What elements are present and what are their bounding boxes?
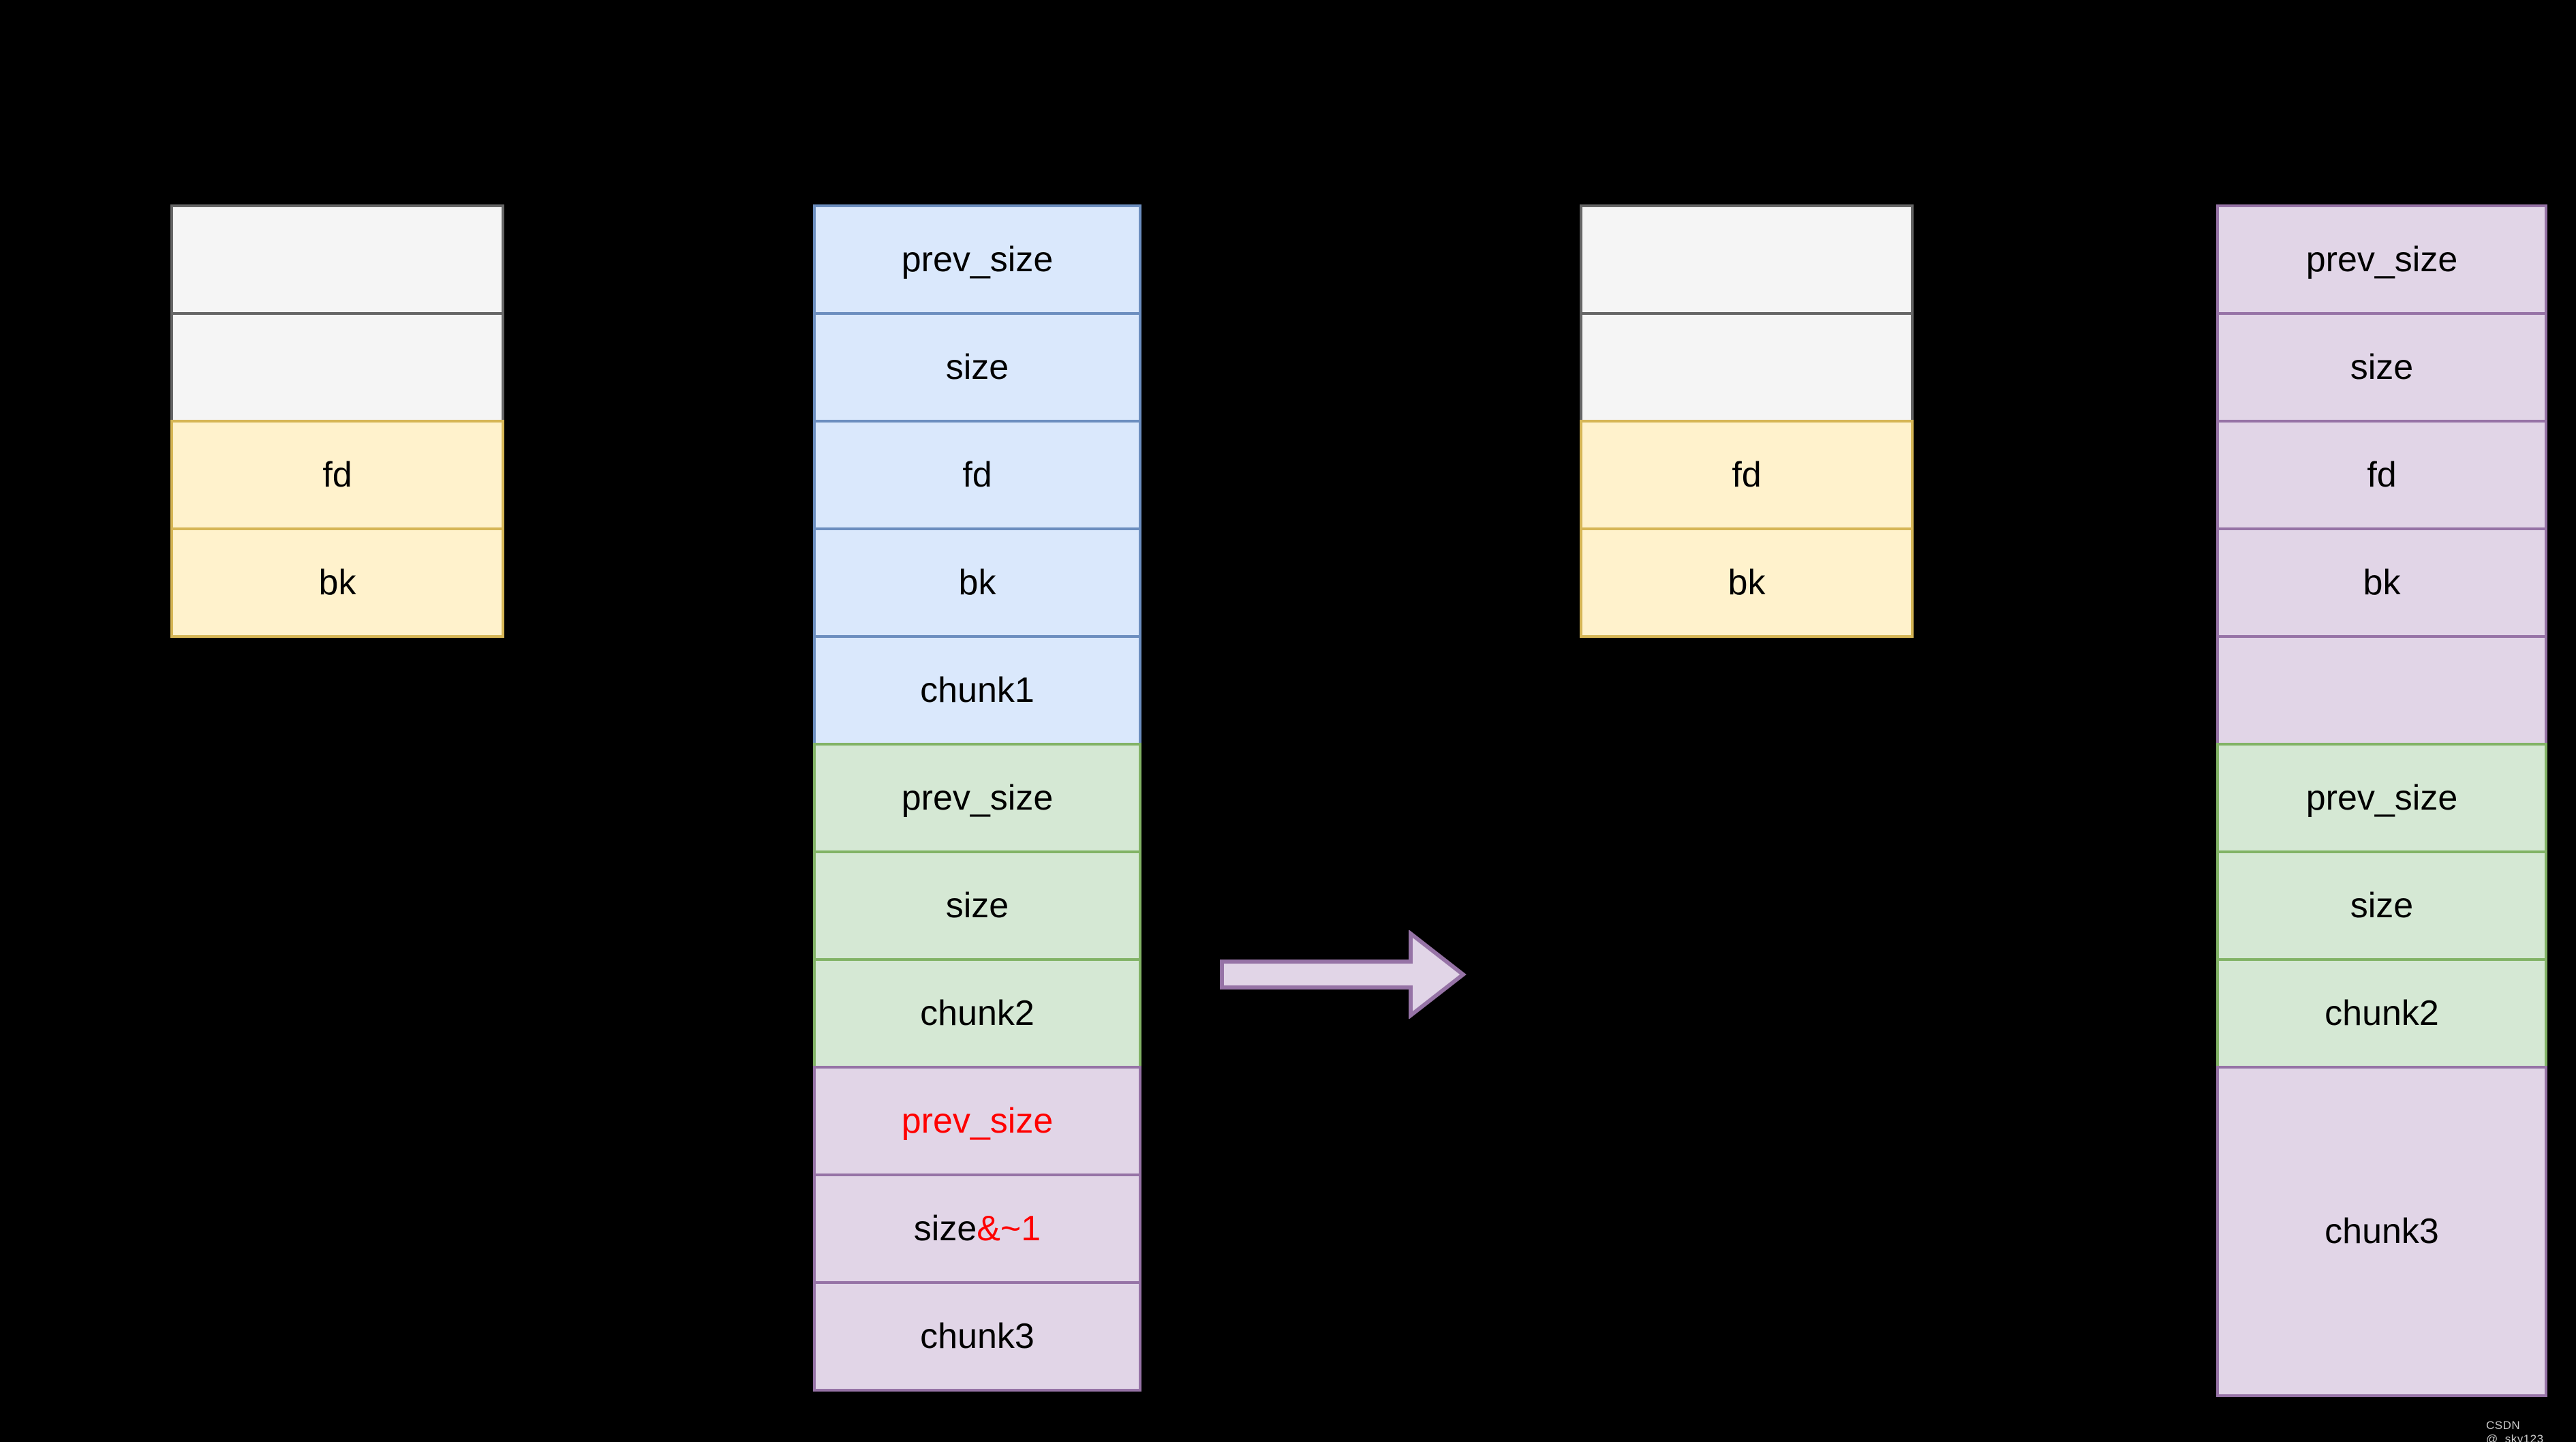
cell-label: fd (2367, 455, 2397, 495)
memory-cell (170, 204, 504, 315)
memory-cell: size (2216, 312, 2547, 423)
cell-label: prev_size (2305, 778, 2458, 818)
memory-cell: bk (813, 527, 1141, 638)
cell-label: bk (318, 563, 356, 602)
memory-cell: bk (1580, 527, 1914, 638)
memory-cell (1580, 312, 1914, 423)
cell-label: fd (1732, 455, 1762, 495)
bin-column-before: fd bk (170, 204, 504, 638)
cell-label: prev_size (901, 778, 1054, 818)
memory-cell: fd (2216, 420, 2547, 530)
cell-label: bk (2363, 563, 2401, 602)
memory-cell (1580, 204, 1914, 315)
cell-label: chunk2 (920, 994, 1034, 1033)
memory-cell: fd (1580, 420, 1914, 530)
memory-cell: fd (170, 420, 504, 530)
memory-cell: bk (2216, 527, 2547, 638)
arrow-right-shape (1220, 930, 1467, 1019)
memory-cell: prev_size (813, 1066, 1141, 1176)
cell-label: bk (1728, 563, 1766, 602)
memory-cell: size (813, 312, 1141, 423)
cell-label: prev_size (901, 1101, 1054, 1141)
memory-cell: chunk3 (813, 1281, 1141, 1392)
cell-label: size (2350, 886, 2414, 925)
cell-label: chunk1 (920, 671, 1034, 710)
cell-label: &~1 (977, 1209, 1041, 1248)
cell-label: prev_size (2305, 240, 2458, 279)
memory-cell: chunk2 (813, 958, 1141, 1069)
cell-label: bk (958, 563, 996, 602)
memory-cell: fd (813, 420, 1141, 530)
memory-cell: prev_size (2216, 743, 2547, 853)
bin-column-after: fd bk (1580, 204, 1914, 638)
arrow-right-icon (1220, 930, 1467, 1019)
memory-cell: size (813, 850, 1141, 961)
cell-label: chunk3 (2325, 1212, 2439, 1251)
memory-cell: prev_size (813, 204, 1141, 315)
cell-label: fd (322, 455, 352, 495)
cell-label: chunk2 (2325, 994, 2439, 1033)
memory-cell (170, 312, 504, 423)
memory-cell: chunk1 (813, 635, 1141, 746)
cell-label: prev_size (901, 240, 1054, 279)
memory-cell: chunk3 (2216, 1066, 2547, 1397)
memory-cell: prev_size (2216, 204, 2547, 315)
memory-cell (2216, 635, 2547, 746)
cell-label: size (913, 1209, 977, 1248)
cell-label: size (945, 348, 1009, 387)
cell-label: chunk3 (920, 1317, 1034, 1356)
memory-cell: size (2216, 850, 2547, 961)
memory-cell: chunk2 (2216, 958, 2547, 1069)
memory-cell: size&~1 (813, 1173, 1141, 1284)
cell-label: fd (962, 455, 992, 495)
memory-cell: bk (170, 527, 504, 638)
memory-cell: prev_size (813, 743, 1141, 853)
cell-label: size (2350, 348, 2414, 387)
watermark-text: CSDN @_sky123_ (2486, 1419, 2551, 1442)
cell-label: size (945, 886, 1009, 925)
